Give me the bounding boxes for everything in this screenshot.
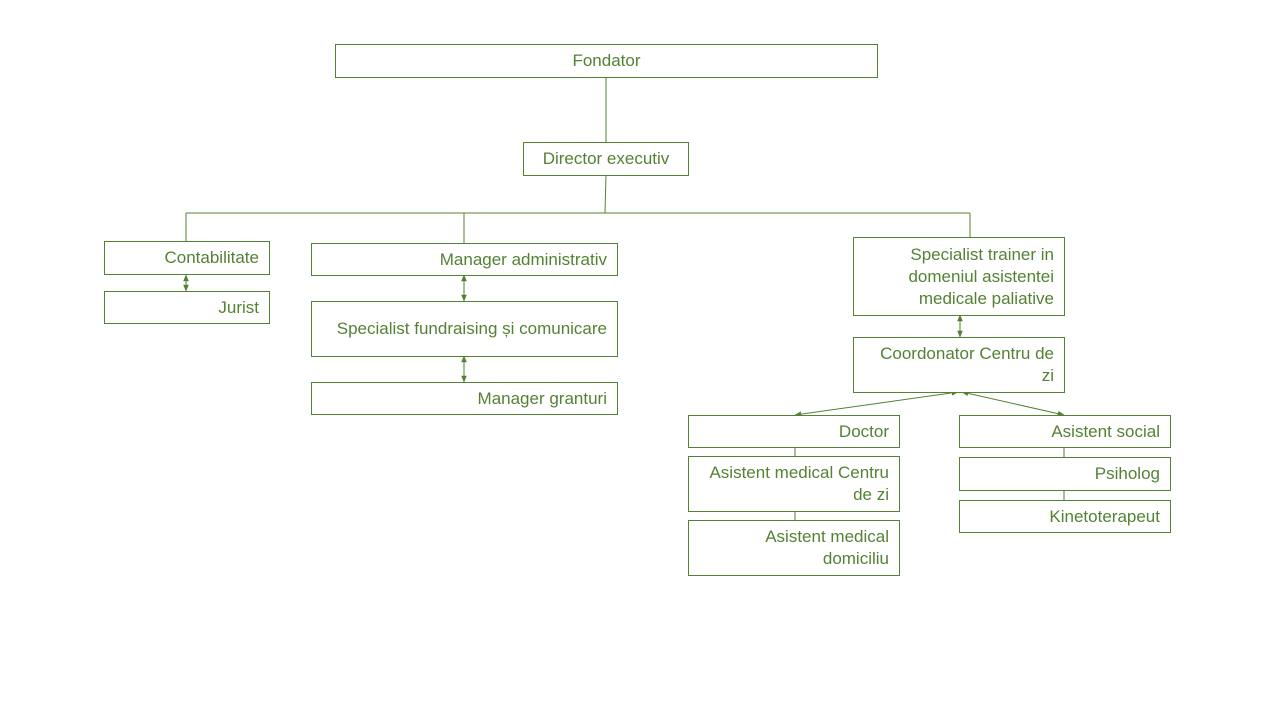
arrow-coordonator-asistent-social [961,390,1065,417]
connector-director-bus [604,174,607,214]
node-coordonator-centru-label: Coordonator Centru de zi [880,344,1054,385]
node-kinetoterapeut-label: Kinetoterapeut [1049,506,1160,526]
node-asistent-medical-centru-label: Asistent medical Centru de zi [709,463,889,504]
node-fondator: Fondator [335,44,878,78]
node-psiholog: Psiholog [959,457,1171,491]
node-fondator-label: Fondator [572,51,641,70]
node-doctor-label: Doctor [838,421,889,441]
node-jurist: Jurist [104,291,270,324]
node-asistent-medical-domiciliu: Asistent medical domiciliu [688,520,900,576]
node-manager-granturi-label: Manager granturi [477,388,607,408]
arrow-coordonator-doctor [794,390,959,417]
node-specialist-trainer-label: Specialist trainer in domeniul asistente… [908,244,1054,308]
node-director-executiv: Director executiv [523,142,689,176]
node-asistent-social-label: Asistent social [1051,421,1160,441]
node-manager-administrativ: Manager administrativ [311,243,618,276]
node-psiholog-label: Psiholog [1094,464,1160,483]
node-manager-granturi: Manager granturi [311,382,618,415]
node-contabilitate-label: Contabilitate [164,248,259,267]
node-director-executiv-label: Director executiv [542,149,670,168]
node-specialist-trainer: Specialist trainer in domeniul asistente… [853,237,1065,316]
node-specialist-fundraising: Specialist fundraising și comunicare [311,301,618,357]
node-coordonator-centru: Coordonator Centru de zi [853,337,1065,393]
node-manager-administrativ-label: Manager administrativ [439,249,607,269]
node-specialist-fundraising-label: Specialist fundraising și comunicare [336,319,607,338]
node-asistent-social: Asistent social [959,415,1171,448]
node-jurist-label: Jurist [218,297,259,317]
node-doctor: Doctor [688,415,900,448]
node-kinetoterapeut: Kinetoterapeut [959,500,1171,533]
node-asistent-medical-domiciliu-label: Asistent medical domiciliu [765,527,889,568]
node-contabilitate: Contabilitate [104,241,270,275]
node-asistent-medical-centru: Asistent medical Centru de zi [688,456,900,512]
